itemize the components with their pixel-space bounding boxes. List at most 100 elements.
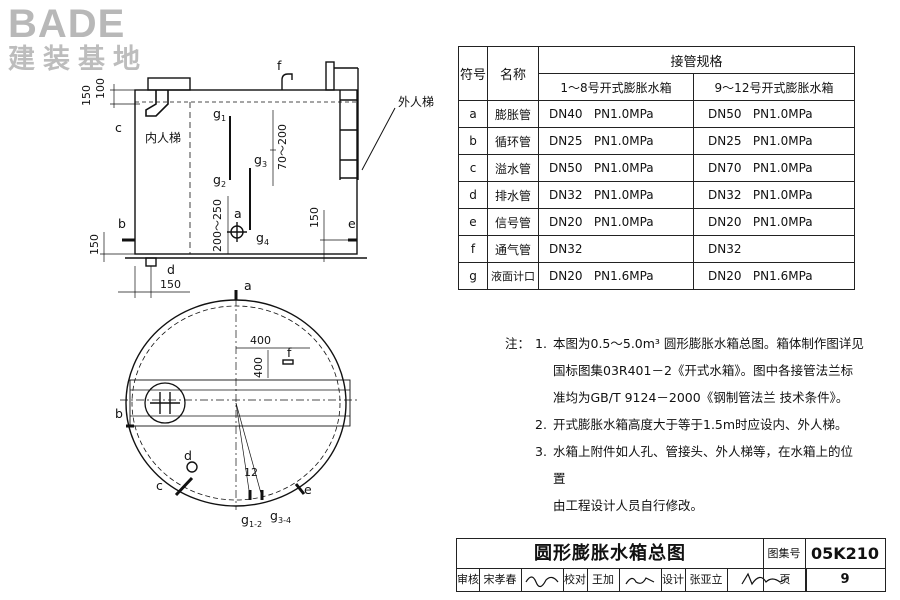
- label-g1-sub: 1: [221, 114, 226, 123]
- label-b: b: [118, 216, 126, 231]
- label-c: c: [115, 120, 122, 135]
- table-row: e 信号管 DN20 PN1.0MPa DN20 PN1.0MPa: [458, 208, 855, 236]
- checker-name: 王加: [587, 568, 620, 591]
- notes-section: 注： 1. 本图为0.5～5.0m³ 圆形膨胀水箱总图。箱体制作图详见 国标图集…: [505, 330, 865, 519]
- row-spec-1: DN25 PN1.0MPa: [538, 127, 694, 155]
- plan-label-a: a: [244, 278, 252, 293]
- plan-label-f: f: [287, 345, 292, 360]
- signature-icon: [525, 576, 559, 588]
- row-name: 液面计口: [487, 262, 539, 290]
- pipe-spec-table: 符号 名称 接管规格 1～8号开式膨胀水箱 9～12号开式膨胀水箱 a 膨胀管 …: [458, 46, 855, 290]
- header-name: 名称: [487, 46, 539, 101]
- note-line: 水箱上附件如人孔、管接头、外人梯等，在水箱上的位置: [553, 444, 854, 486]
- row-symbol: g: [458, 262, 488, 290]
- review-label: 审核: [457, 568, 480, 591]
- dim-70-200: 70～200: [276, 124, 289, 170]
- page-label: 页: [763, 568, 807, 591]
- row-symbol: b: [458, 127, 488, 155]
- notes-label: 注：: [505, 336, 531, 351]
- label-d: d: [167, 262, 175, 277]
- label-a: a: [234, 206, 242, 221]
- dim-200-250: 200～250: [211, 199, 224, 252]
- note-item: 3. 水箱上附件如人孔、管接头、外人梯等，在水箱上的位置 由工程设计人员自行修改…: [505, 438, 865, 519]
- row-symbol: d: [458, 181, 488, 209]
- note-line: 开式膨胀水箱高度大于等于1.5m时应设内、外人梯。: [553, 417, 848, 432]
- row-name: 通气管: [487, 235, 539, 263]
- brand-logo: BADE 建装基地: [8, 4, 188, 76]
- table-row: g 液面计口 DN20 PN1.6MPa DN20 PN1.6MPa: [458, 262, 855, 290]
- label-f: f: [277, 58, 282, 73]
- table-row: d 排水管 DN32 PN1.0MPa DN32 PN1.0MPa: [458, 181, 855, 209]
- row-name: 膨胀管: [487, 100, 539, 128]
- page-number: 9: [840, 572, 850, 587]
- signature-icon: [741, 572, 789, 586]
- row-spec-2: DN32 PN1.0MPa: [693, 181, 855, 209]
- plan-label-g34: g: [270, 508, 278, 523]
- note-line: 国标图集03R401－2《开式水箱》。图中各接管法兰标: [553, 363, 854, 378]
- signature-row: 审核 宋孝春 校对 王加 设计 张亚立 页 9: [457, 568, 885, 591]
- plan-label-c: c: [156, 478, 163, 493]
- row-spec-2: DN50 PN1.0MPa: [693, 100, 855, 128]
- label-g4-sub: 4: [264, 238, 269, 247]
- atlas-label: 图集号: [763, 539, 806, 569]
- row-symbol: a: [458, 100, 488, 128]
- note-line: 本图为0.5～5.0m³ 圆形膨胀水箱总图。箱体制作图详见: [553, 336, 864, 351]
- dim-100: 100: [94, 78, 107, 99]
- plan-label-e: e: [304, 482, 312, 497]
- row-spec-1: DN50 PN1.0MPa: [538, 154, 694, 182]
- label-g2: g: [213, 172, 221, 187]
- note-text: 水箱上附件如人孔、管接头、外人梯等，在水箱上的位置 由工程设计人员自行修改。: [553, 438, 865, 519]
- plan-label-g12-sub: 1-2: [249, 520, 262, 529]
- note-text: 本图为0.5～5.0m³ 圆形膨胀水箱总图。箱体制作图详见 国标图集03R401…: [553, 330, 865, 411]
- plan-label-b: b: [115, 406, 123, 421]
- row-spec-2: DN20 PN1.0MPa: [693, 208, 855, 236]
- label-e: e: [348, 216, 356, 231]
- reviewer-signature: [521, 568, 564, 591]
- row-spec-1: DN40 PN1.0MPa: [538, 100, 694, 128]
- header-symbol: 符号: [458, 46, 488, 101]
- table-row: a 膨胀管 DN40 PN1.0MPa DN50 PN1.0MPa: [458, 100, 855, 128]
- note-number: 1.: [535, 336, 547, 351]
- logo-wordmark: BADE: [8, 2, 126, 46]
- label-g1: g: [213, 106, 221, 121]
- note-number: 2.: [535, 417, 547, 432]
- dim-150-left: 150: [88, 234, 101, 255]
- logo-chinese: 建装基地: [8, 44, 148, 75]
- row-symbol: f: [458, 235, 488, 263]
- table-row: c 溢水管 DN50 PN1.0MPa DN70 PN1.0MPa: [458, 154, 855, 182]
- note-number: 3.: [535, 444, 547, 459]
- row-spec-2: DN70 PN1.0MPa: [693, 154, 855, 182]
- label-g3: g: [254, 152, 262, 167]
- label-outer-ladder: 外人梯: [398, 95, 434, 109]
- plan-dim-400-h: 400: [250, 334, 271, 347]
- tank-drawing: f 100 150 c 外人梯 内人梯 g 1 g 2 g 3 g 4 70～2…: [80, 58, 434, 529]
- note-line: 准均为GB/T 9124－2000《钢制管法兰 技术条件》。: [553, 390, 849, 405]
- row-spec-1: DN32 PN1.0MPa: [538, 181, 694, 209]
- row-spec-1: DN20 PN1.0MPa: [538, 208, 694, 236]
- row-spec-2: DN25 PN1.0MPa: [693, 127, 855, 155]
- table-row: f 通气管 DN32 DN32: [458, 235, 855, 263]
- row-symbol: c: [458, 154, 488, 182]
- note-line: 由工程设计人员自行修改。: [553, 498, 704, 513]
- label-inner-ladder: 内人梯: [145, 131, 181, 145]
- row-spec-1: DN32: [538, 235, 694, 263]
- designer-name: 张亚立: [685, 568, 728, 591]
- plan-label-d: d: [184, 448, 192, 463]
- signature-icon: [625, 577, 655, 585]
- row-name: 排水管: [487, 181, 539, 209]
- design-label: 设计: [661, 568, 686, 591]
- check-label: 校对: [563, 568, 588, 591]
- designer-signature: [727, 568, 806, 591]
- note-item: 2. 开式膨胀水箱高度大于等于1.5m时应设内、外人梯。: [505, 411, 865, 438]
- dim-150-bottom: 150: [160, 278, 181, 291]
- label-g2-sub: 2: [221, 180, 226, 189]
- plan-label-g12: g: [241, 512, 249, 527]
- header-col2: 9～12号开式膨胀水箱: [693, 73, 855, 101]
- label-g3-sub: 3: [262, 160, 267, 169]
- drawing-title: 圆形膨胀水箱总图: [457, 539, 764, 569]
- tank-elevation-body: [134, 89, 358, 255]
- row-spec-2: DN20 PN1.6MPa: [693, 262, 855, 290]
- plan-dim-12: 12: [244, 466, 258, 479]
- header-col1: 1～8号开式膨胀水箱: [538, 73, 694, 101]
- header-spec: 接管规格: [538, 46, 855, 74]
